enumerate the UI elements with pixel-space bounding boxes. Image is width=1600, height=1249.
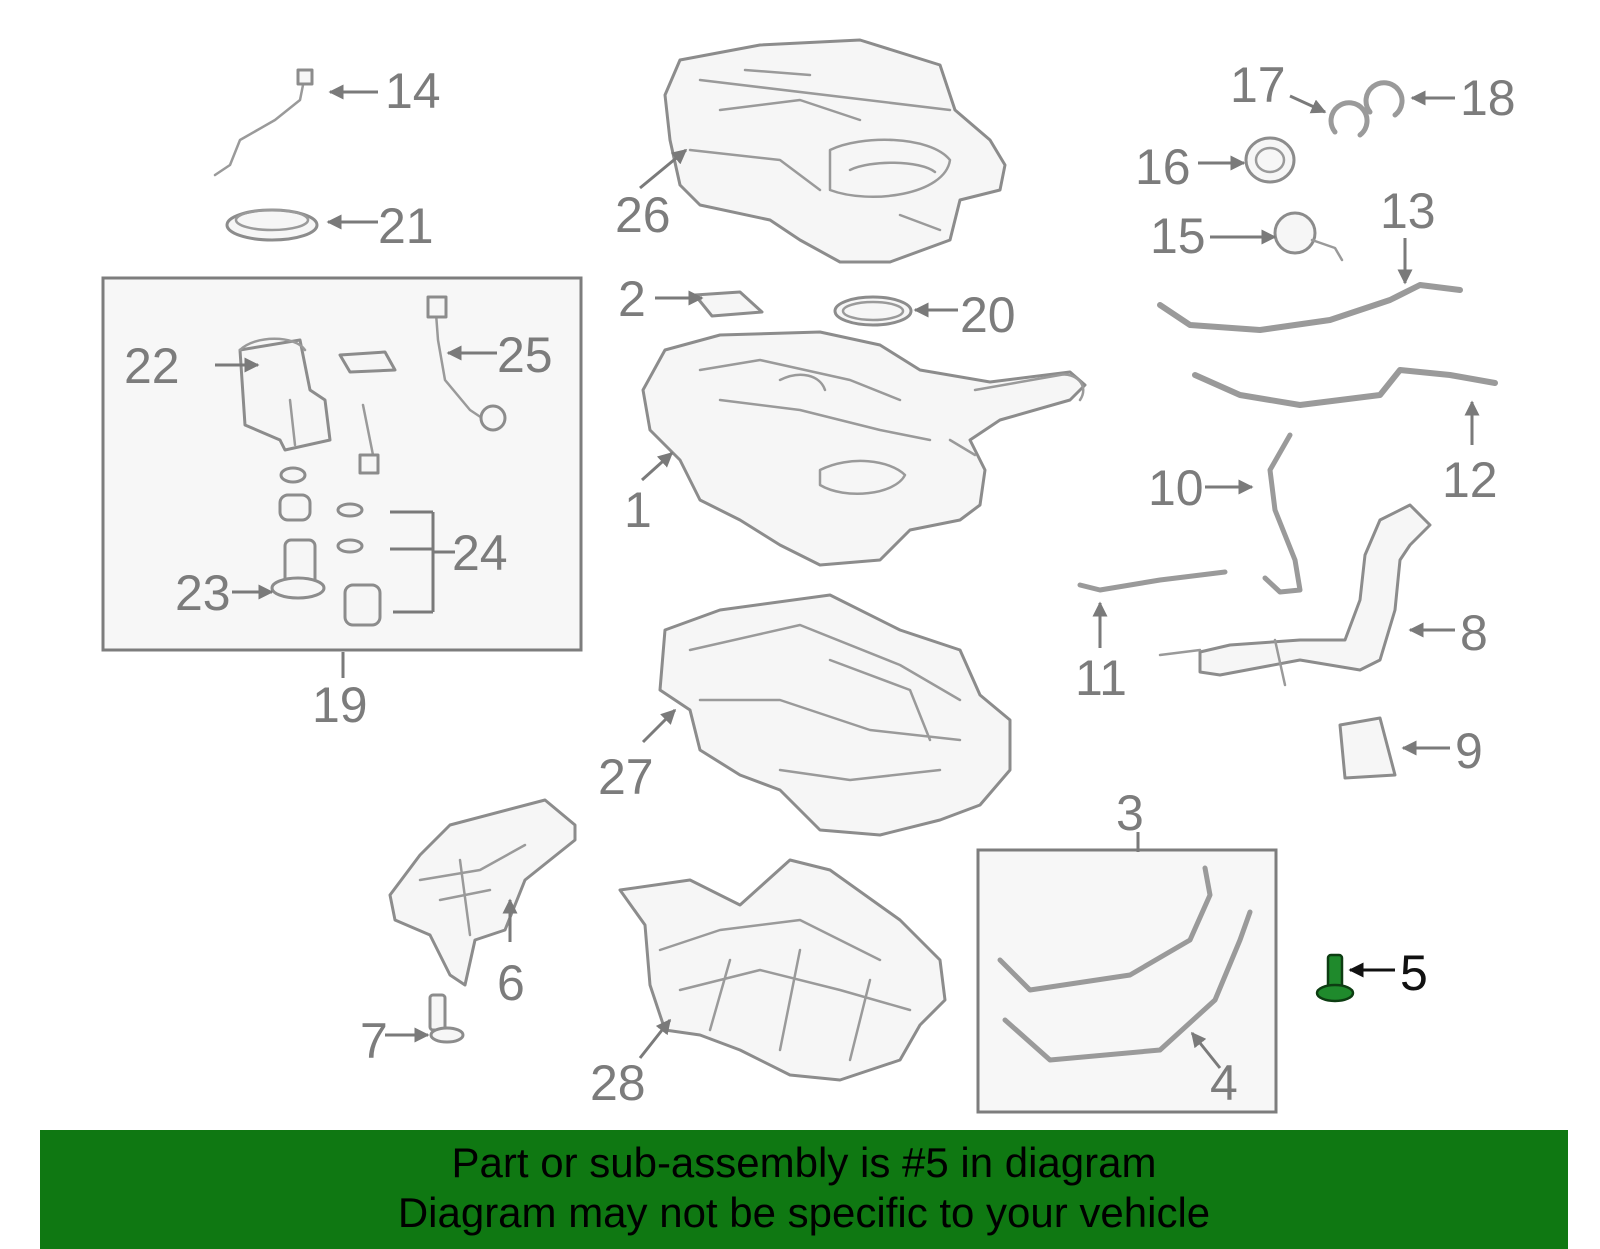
lock-ring-part [225, 208, 319, 242]
callout-7: 7 [360, 1013, 388, 1069]
fuel-lines-part [1077, 432, 1303, 595]
callout-23: 23 [175, 565, 231, 621]
callout-1: 1 [624, 482, 652, 538]
callout-5-highlighted: 5 [1400, 945, 1428, 1001]
callout-20: 20 [960, 287, 1016, 343]
callout-13: 13 [1380, 183, 1436, 239]
callout-4: 4 [1210, 1055, 1238, 1111]
callout-21: 21 [378, 198, 434, 254]
callout-26: 26 [615, 187, 671, 243]
callout-19: 19 [312, 677, 368, 733]
bolt-5-highlighted-part [1315, 953, 1355, 1003]
callout-16: 16 [1135, 139, 1191, 195]
banner-line-2: Diagram may not be specific to your vehi… [397, 1189, 1211, 1236]
upper-tank-shield-part [663, 38, 1007, 264]
callout-24: 24 [452, 525, 508, 581]
callout-3: 3 [1116, 785, 1144, 841]
callout-8: 8 [1460, 605, 1488, 661]
callout-11: 11 [1075, 650, 1127, 706]
fuel-pump-module-group [101, 276, 583, 652]
banner-line-1: Part or sub-assembly is #5 in diagram [451, 1139, 1157, 1186]
callout-25: 25 [497, 327, 553, 383]
tank-band-group [976, 848, 1278, 1114]
callout-10: 10 [1148, 460, 1204, 516]
callout-18: 18 [1460, 70, 1516, 126]
insulator-pad-part [693, 290, 764, 318]
callout-labels: 14 21 22 25 24 23 19 26 2 20 1 27 6 7 28… [124, 57, 1516, 1111]
callout-2: 2 [618, 271, 646, 327]
lower-tank-shield-part [658, 593, 1012, 837]
filler-pipe-part [1158, 503, 1432, 687]
callout-6: 6 [497, 955, 525, 1011]
vent-tube-part [213, 68, 314, 177]
info-banner: Part or sub-assembly is #5 in diagram Di… [40, 1130, 1568, 1249]
leader-lines [215, 84, 1480, 1069]
callout-14: 14 [385, 63, 441, 119]
callout-17: 17 [1230, 57, 1286, 113]
callout-12: 12 [1442, 452, 1498, 508]
callout-9: 9 [1455, 723, 1483, 779]
fuel-hoses-part [1157, 282, 1498, 408]
under-protector-part [618, 858, 947, 1082]
callout-28: 28 [590, 1055, 646, 1111]
gasket-ring-part [833, 295, 913, 327]
callout-27: 27 [598, 749, 654, 805]
filler-box-part [1338, 716, 1397, 780]
fuel-tank-part [641, 330, 1087, 567]
callout-22: 22 [124, 338, 180, 394]
bolt-7-part [428, 993, 465, 1044]
heat-shield-part [388, 798, 577, 987]
callout-15: 15 [1150, 208, 1206, 264]
